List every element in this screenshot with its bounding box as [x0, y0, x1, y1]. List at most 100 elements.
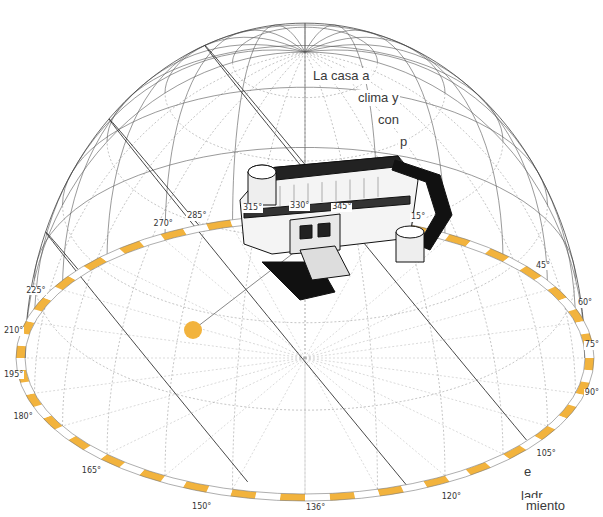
ring-segment: [445, 234, 471, 246]
azimuth-label: 136°: [305, 496, 326, 514]
dome-meridian: [25, 52, 305, 358]
ground-ray: [305, 358, 585, 359]
azimuth-label: 330°: [289, 194, 310, 212]
ring-segment: [423, 476, 449, 488]
ring-segment: [119, 462, 144, 475]
ring-segment: [26, 309, 42, 323]
ring-segment: [33, 405, 51, 419]
ring-segment: [305, 493, 330, 501]
house-hatch: [350, 180, 351, 200]
ground-ray: [305, 323, 575, 358]
ring-segment: [445, 469, 471, 481]
ring-segment: [43, 415, 62, 429]
azimuth-label: 120°: [441, 485, 462, 503]
house-window: [300, 225, 312, 239]
ring-edge: [25, 222, 585, 494]
text-fragment: con: [376, 110, 401, 128]
text-fragment: e: [522, 462, 533, 480]
house-hatch: [322, 182, 323, 202]
azimuth-label: 225°: [25, 279, 46, 297]
altitude-ring: [233, 27, 378, 62]
ground-ray: [305, 358, 445, 476]
text-fragment-text: clima y: [356, 90, 400, 106]
ring-segment: [568, 393, 584, 407]
ring-segment: [16, 358, 26, 370]
ring-segment: [26, 393, 42, 407]
text-fragment-text: miento: [524, 498, 567, 514]
ground-ray: [305, 290, 547, 358]
house-hatch: [336, 181, 337, 201]
ring-segment: [139, 469, 165, 481]
azimuth-label: 270°: [153, 212, 174, 230]
azimuth-value: 90°: [584, 389, 600, 398]
ring-segment: [568, 309, 584, 323]
ground-ray: [63, 290, 305, 358]
dome-meridian: [305, 52, 585, 358]
azimuth-label: 150°: [191, 495, 212, 513]
dome-meridian: [35, 50, 305, 323]
compass-ring: [16, 215, 594, 501]
text-fragment-text: La casa a: [311, 68, 371, 84]
ground-ray: [165, 240, 305, 358]
house-model: [240, 156, 452, 300]
ring-segment: [559, 298, 577, 312]
house-body: [240, 156, 418, 254]
azimuth-label: 60°: [577, 291, 593, 309]
house-tower: [248, 165, 276, 179]
ring-segment: [161, 228, 187, 240]
text-fragment-text: con: [376, 112, 401, 128]
azimuth-label: 90°: [584, 381, 600, 399]
ring-segment: [33, 298, 51, 312]
text-fragment: clima y: [356, 88, 400, 106]
azimuth-value: 75°: [584, 341, 600, 350]
azimuth-label: 180°: [12, 405, 33, 423]
azimuth-value: 150°: [191, 503, 212, 512]
sun-dot: [184, 321, 202, 339]
text-fragment-text: e: [522, 464, 533, 480]
azimuth-value: 45°: [535, 262, 551, 271]
ring-segment: [466, 462, 491, 475]
azimuth-value: 165°: [81, 467, 102, 476]
azimuth-label: 345°: [331, 195, 352, 213]
azimuth-value: 60°: [577, 299, 593, 308]
ring-segment: [161, 476, 187, 488]
azimuth-value: 105°: [536, 450, 557, 459]
azimuth-value: 195°: [3, 371, 24, 380]
ground-ray: [107, 262, 305, 358]
ring-segment: [139, 234, 165, 246]
azimuth-label: 165°: [81, 459, 102, 477]
azimuth-value: 15°: [410, 213, 426, 222]
text-fragment: p: [398, 132, 409, 150]
azimuth-label: 195°: [3, 363, 24, 381]
ring-segment: [584, 358, 594, 370]
azimuth-label: 285°: [186, 204, 207, 222]
azimuth-label: 45°: [535, 254, 551, 272]
house-tower: [396, 226, 424, 238]
ring-segment: [119, 241, 144, 254]
ring-segment: [559, 405, 577, 419]
house-terrace: [300, 246, 350, 280]
house-hatch: [364, 178, 365, 198]
azimuth-value: 315°: [242, 204, 263, 213]
ring-edge: [16, 215, 594, 501]
text-fragment: miento: [524, 496, 567, 514]
azimuth-value: 210°: [3, 327, 24, 336]
azimuth-value: 330°: [289, 202, 310, 211]
sun-path: [205, 45, 527, 440]
azimuth-label: 15°: [410, 205, 426, 223]
ground-ray: [63, 358, 305, 426]
ground-ray: [233, 358, 305, 489]
ground-ray: [305, 358, 377, 489]
azimuth-label: 315°: [242, 196, 263, 214]
house-roof-band: [268, 156, 404, 180]
azimuth-label: 75°: [584, 333, 600, 351]
sun-ray: [193, 248, 300, 330]
text-fragment: La casa a: [311, 66, 371, 84]
house-hatch: [280, 186, 281, 206]
azimuth-value: 136°: [305, 504, 326, 513]
altitude-ring: [63, 205, 548, 323]
ground-ray: [305, 358, 547, 426]
ground-ray: [107, 358, 305, 454]
house-hatch: [308, 183, 309, 203]
